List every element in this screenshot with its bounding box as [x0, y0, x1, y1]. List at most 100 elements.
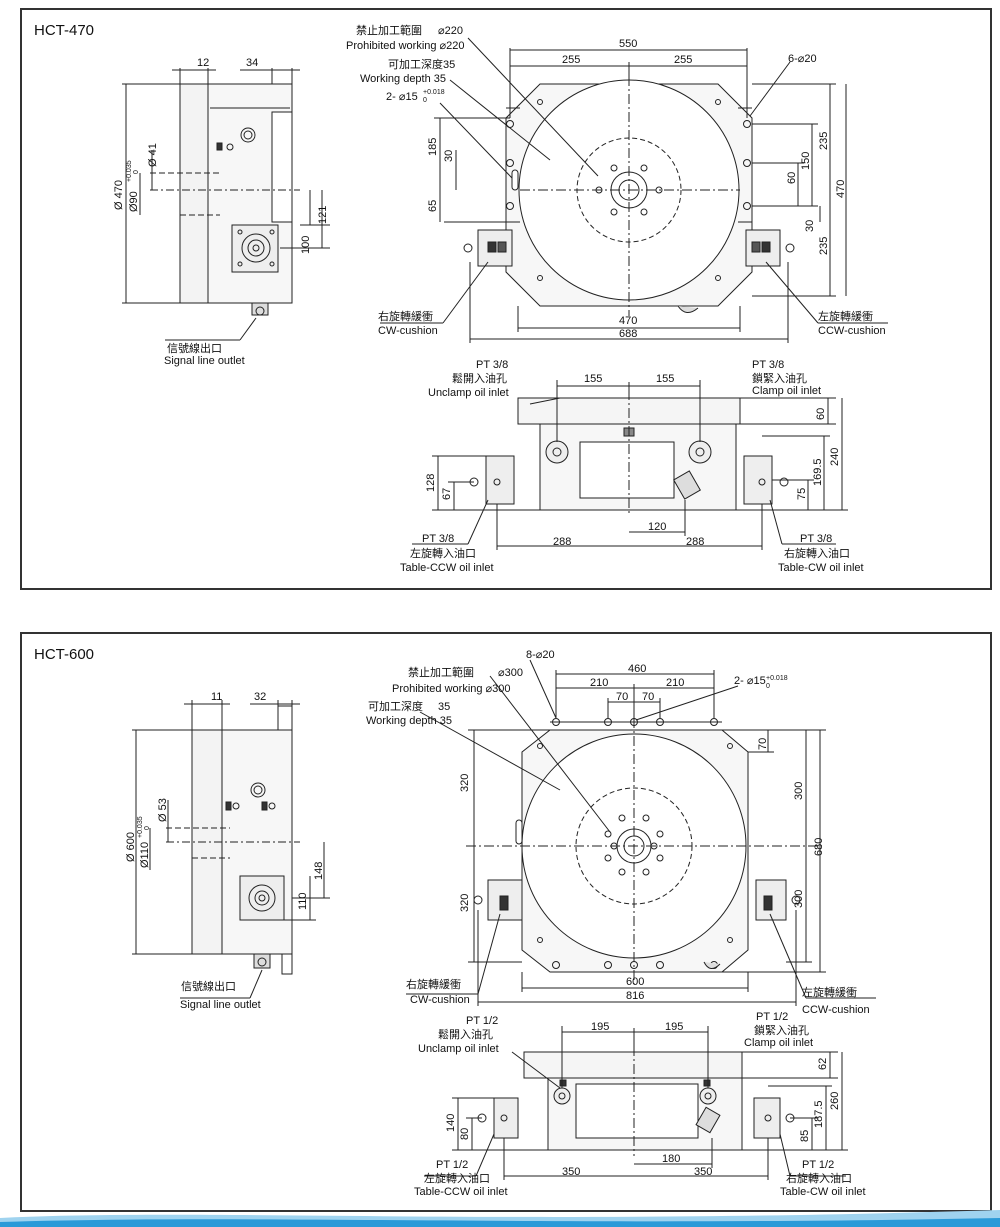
ccw-cushion-cn: 左旋轉緩衝: [802, 985, 857, 999]
ccw-inlet-en: Table-CCW oil inlet: [400, 562, 494, 574]
dim-11: 11: [211, 691, 222, 703]
dim-169-5: 169.5: [812, 458, 824, 486]
prohibited-val: ⌀220: [438, 25, 463, 37]
clamp-cn: 鎖緊入油孔: [752, 371, 807, 385]
dim-150: 150: [800, 152, 812, 170]
dim-32: 32: [254, 691, 266, 703]
dim-288b: 288: [686, 536, 704, 548]
holes-2x15: 2- ⌀15: [386, 91, 418, 103]
prohibited-cn: 禁止加工範圍: [408, 665, 474, 679]
dim-62: 62: [817, 1058, 829, 1070]
ccw-inlet-block: [485, 455, 515, 505]
dim-260: 260: [829, 1092, 841, 1110]
dim-65: 65: [427, 200, 439, 212]
dim-128: 128: [425, 474, 437, 492]
dim-195a: 195: [591, 1021, 609, 1033]
panel-title: HCT-600: [34, 646, 95, 663]
dia-110: Ø110: [139, 842, 151, 868]
depth-cn: 可加工深度: [368, 699, 423, 713]
dim-75: 75: [796, 488, 808, 500]
prohibited-en: Prohibited working ⌀220: [346, 40, 465, 52]
holes-tol-lower: 0: [423, 97, 427, 104]
dim-80: 80: [459, 1128, 471, 1140]
cw-cushion-en: CW-cushion: [410, 994, 470, 1006]
ccw-inlet-cn: 左旋轉入油口: [410, 546, 476, 560]
holes-tol-upper: +0.018: [766, 675, 788, 682]
cw-inlet-block: [743, 455, 773, 505]
hct600-front-view: [424, 1026, 848, 1180]
signal-cn: 信號線出口: [181, 979, 236, 993]
depth-en: Working depth 35: [360, 73, 446, 85]
table-plate: [179, 83, 209, 304]
prohibited-en: Prohibited working ⌀300: [392, 683, 511, 695]
dim-70b: 70: [642, 691, 654, 703]
dia-41: Ø 41: [147, 143, 159, 167]
dim-470h: 470: [619, 315, 637, 327]
clamp-cn: 鎖緊入油孔: [754, 1023, 809, 1037]
dim-320b: 320: [459, 894, 471, 912]
dia-53: Ø 53: [157, 798, 169, 822]
pt-ccw: PT 1/2: [436, 1159, 468, 1171]
depth-en: Working depth 35: [366, 715, 452, 727]
signal-en: Signal line outlet: [180, 999, 261, 1011]
hct470-front-view: [412, 380, 848, 550]
dim-155b: 155: [656, 373, 674, 385]
dim-30b: 30: [804, 220, 816, 232]
cw-inlet-en: Table-CW oil inlet: [778, 562, 864, 574]
tol-90-lower: 0: [133, 170, 140, 174]
cw-inlet-cn: 右旋轉入油口: [784, 546, 850, 560]
ccw-cushion-en: CCW-cushion: [802, 1004, 870, 1016]
dim-210a: 210: [590, 677, 608, 689]
holes-6x20: 6-⌀20: [788, 53, 817, 65]
dim-121: 121: [317, 206, 329, 224]
dim-60: 60: [786, 172, 798, 184]
dim-350a: 350: [562, 1166, 580, 1178]
dim-195b: 195: [665, 1021, 683, 1033]
hct470-side-view: [122, 68, 330, 341]
unclamp-en: Unclamp oil inlet: [428, 387, 509, 399]
holes-tol-upper: +0.018: [423, 89, 445, 96]
dia-470: Ø 470: [113, 180, 125, 210]
dim-100: 100: [300, 236, 312, 254]
ccw-inlet-en: Table-CCW oil inlet: [414, 1186, 508, 1198]
hct600-side-view: [132, 700, 330, 999]
dim-34: 34: [246, 57, 258, 69]
dim-155a: 155: [584, 373, 602, 385]
pt-cw: PT 3/8: [800, 533, 832, 545]
dim-187-5: 187.5: [813, 1100, 825, 1128]
prohibited-cn: 禁止加工範圍: [356, 23, 422, 37]
hct470-top-view: [380, 37, 888, 343]
dim-550: 550: [619, 38, 637, 50]
pt-unclamp: PT 3/8: [476, 359, 508, 371]
dim-816: 816: [626, 990, 644, 1002]
dim-600: 600: [626, 976, 644, 988]
tol-110-lower: 0: [144, 826, 151, 830]
dim-300b: 300: [793, 890, 805, 908]
dim-255a: 255: [562, 54, 580, 66]
tol-110-upper: +0.035: [137, 816, 144, 838]
dim-120: 120: [648, 521, 666, 533]
dim-235b: 235: [818, 237, 830, 255]
holes-2x15: 2- ⌀15: [734, 675, 766, 687]
clamp-en: Clamp oil inlet: [744, 1037, 813, 1049]
port-circle: [240, 127, 256, 143]
tol-90-upper: +0.035: [126, 160, 133, 182]
dim-470v: 470: [835, 180, 847, 198]
dim-148: 148: [313, 862, 325, 880]
dim-180: 180: [662, 1153, 680, 1165]
dim-320a: 320: [459, 774, 471, 792]
dia-600: Ø 600: [125, 832, 137, 862]
cw-cushion-cn: 右旋轉緩衝: [378, 309, 433, 323]
prohibited-val: ⌀300: [498, 667, 523, 679]
dim-288a: 288: [553, 536, 571, 548]
signal-en: Signal line outlet: [164, 355, 245, 367]
hct600-top-view: [406, 659, 876, 1006]
dim-255b: 255: [674, 54, 692, 66]
depth-val: 35: [438, 701, 450, 713]
unclamp-en: Unclamp oil inlet: [418, 1043, 499, 1055]
dim-185: 185: [427, 138, 439, 156]
clamp-en: Clamp oil inlet: [752, 385, 821, 397]
pt-ccw: PT 3/8: [422, 533, 454, 545]
dim-300a: 300: [793, 782, 805, 800]
